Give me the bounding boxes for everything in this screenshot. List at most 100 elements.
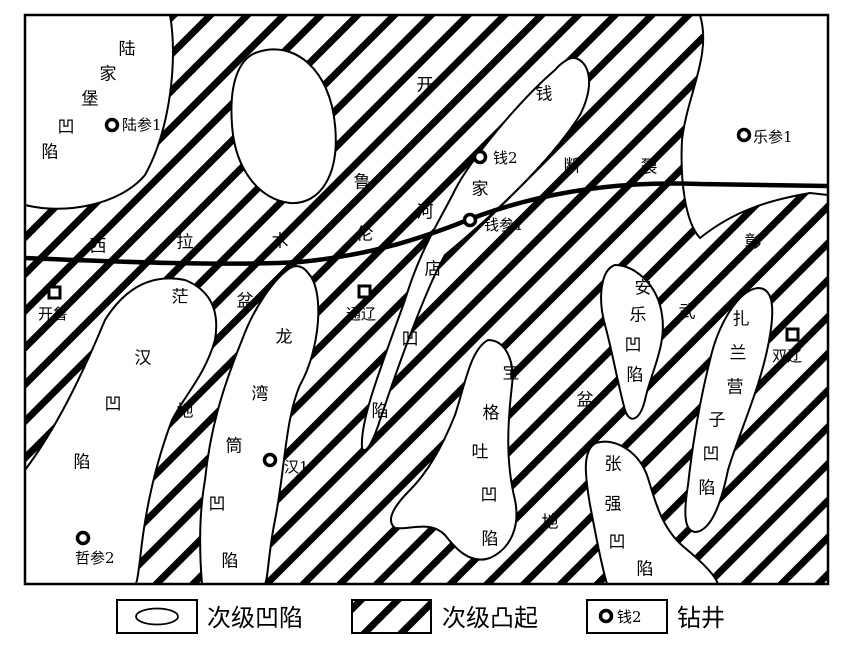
label-zw-2: 武	[679, 303, 696, 323]
well-label: 钱2	[493, 149, 518, 167]
town-square-icon	[785, 327, 800, 342]
label-zq-3: 凹	[609, 533, 626, 553]
label-lw-3: 筒	[226, 437, 243, 457]
town-shuangliao[interactable]: 双辽	[772, 327, 802, 365]
qianjiadian-depression	[360, 56, 591, 452]
drill-well-icon	[598, 608, 614, 624]
well-qiancan1[interactable]: 钱参1	[462, 212, 524, 235]
label-lu-3: 堡	[82, 90, 99, 110]
legend-well-sample: 钱2	[617, 608, 642, 626]
label-qj-5: 陷	[372, 402, 389, 422]
well-qian2[interactable]: 钱2	[472, 149, 518, 167]
label-bg-5: 陷	[482, 530, 499, 550]
drill-well-icon	[262, 452, 278, 468]
map-frame	[23, 13, 830, 586]
label-qj-2: 家	[472, 180, 489, 200]
xilamulun-fault	[24, 181, 829, 266]
town-tongliao[interactable]: 通辽	[346, 284, 376, 323]
label-xl-2: 拉	[177, 233, 194, 253]
legend-uplift-swatch	[351, 599, 432, 634]
legend-depression-swatch	[116, 599, 198, 634]
well-lecan1[interactable]: 乐参1	[736, 127, 793, 146]
label-pd-4: 地	[542, 513, 559, 533]
label-zl-5: 凹	[703, 445, 720, 465]
region-labels: 陆 家 堡 凹 陷 开 鲁 钱 家 店 凹 陷 河 西 拉 木 伦 断 裂 彰 …	[42, 40, 762, 580]
label-kl-1: 开	[417, 76, 434, 96]
baogetu-depression	[390, 338, 518, 561]
label-han-1: 汉	[135, 349, 152, 369]
label-pd-1: 盆	[237, 292, 254, 312]
label-xl-4: 伦	[357, 225, 374, 245]
label-lw-4: 凹	[209, 495, 226, 515]
legend-uplift: 次级凸起	[351, 599, 538, 634]
label-zl-4: 子	[709, 411, 726, 431]
label-han-3: 陷	[74, 453, 91, 473]
drill-well-icon	[472, 149, 488, 165]
legend-well: 钱2 钻井	[586, 599, 725, 634]
depressions	[24, 14, 829, 585]
label-he: 河	[417, 203, 434, 223]
label-md-1: 茫	[172, 288, 189, 308]
label-zl-6: 陷	[699, 479, 716, 499]
hanzhe-depression	[24, 277, 218, 585]
label-pd-2: 地	[177, 402, 194, 422]
label-kl-2: 鲁	[354, 173, 371, 193]
label-lu-5: 陷	[42, 143, 59, 163]
town-square-icon	[47, 285, 62, 300]
depression-ellipse-icon	[135, 607, 179, 626]
drill-well-icon	[104, 117, 120, 133]
label-qj-1: 钱	[536, 85, 553, 105]
label-lu-4: 凹	[58, 118, 75, 138]
zhalanyingzi-depression	[684, 286, 774, 534]
label-dl-1: 断	[564, 157, 581, 177]
label-al-3: 凹	[625, 336, 642, 356]
town-label: 双辽	[772, 347, 802, 365]
zhangqiang-depression	[584, 440, 720, 585]
label-zl-2: 兰	[730, 344, 747, 364]
label-bg-3: 吐	[472, 443, 489, 463]
drill-well-icon	[462, 212, 478, 228]
town-label: 开鲁	[38, 305, 68, 323]
town-label: 通辽	[346, 305, 376, 323]
label-bg-1: 宝	[503, 364, 520, 384]
label-bg-4: 凹	[481, 486, 498, 506]
label-zl-1: 扎	[733, 310, 750, 330]
town-square-icon	[357, 284, 372, 299]
label-pd-3: 盆	[577, 391, 594, 411]
well-zhecan2[interactable]: 哲参2	[75, 530, 115, 568]
wells: 陆参1 钱2 钱参1 乐参1 汉1 哲参2 开鲁 通辽	[38, 116, 802, 567]
legend-well-label: 钻井	[677, 604, 725, 632]
town-kailu[interactable]: 开鲁	[38, 285, 68, 323]
label-lu-1: 陆	[119, 40, 136, 60]
well-label: 汉1	[284, 458, 309, 476]
legend-depression-label: 次级凹陷	[207, 604, 303, 632]
label-lu-2: 家	[100, 65, 117, 85]
label-qj-3: 店	[425, 260, 442, 280]
legend-depression: 次级凹陷	[116, 599, 303, 634]
label-lw-5: 陷	[222, 552, 239, 572]
kailu-oval	[230, 48, 337, 205]
label-xl-3: 木	[272, 232, 289, 252]
well-label: 哲参2	[75, 549, 115, 567]
label-qj-4: 凹	[402, 330, 419, 350]
label-dl-2: 裂	[641, 158, 658, 178]
well-label: 乐参1	[753, 128, 793, 146]
label-zl-3: 营	[727, 378, 744, 398]
legend-uplift-label: 次级凸起	[442, 604, 538, 632]
well-lucan1[interactable]: 陆参1	[104, 116, 162, 134]
drill-well-icon	[75, 530, 91, 546]
well-label: 钱参1	[484, 216, 524, 234]
label-zq-4: 陷	[637, 560, 654, 580]
label-han-2: 凹	[105, 395, 122, 415]
label-zq-2: 强	[605, 495, 622, 515]
label-al-2: 乐	[630, 306, 647, 326]
label-al-4: 陷	[627, 366, 644, 386]
lujiabao-depression	[24, 14, 174, 210]
label-zw-1: 彰	[745, 233, 762, 253]
drill-well-icon	[736, 127, 752, 143]
well-han1[interactable]: 汉1	[262, 452, 309, 477]
label-lw-2: 湾	[252, 385, 269, 405]
label-lw-1: 龙	[276, 328, 293, 348]
anle-depression	[600, 263, 664, 420]
